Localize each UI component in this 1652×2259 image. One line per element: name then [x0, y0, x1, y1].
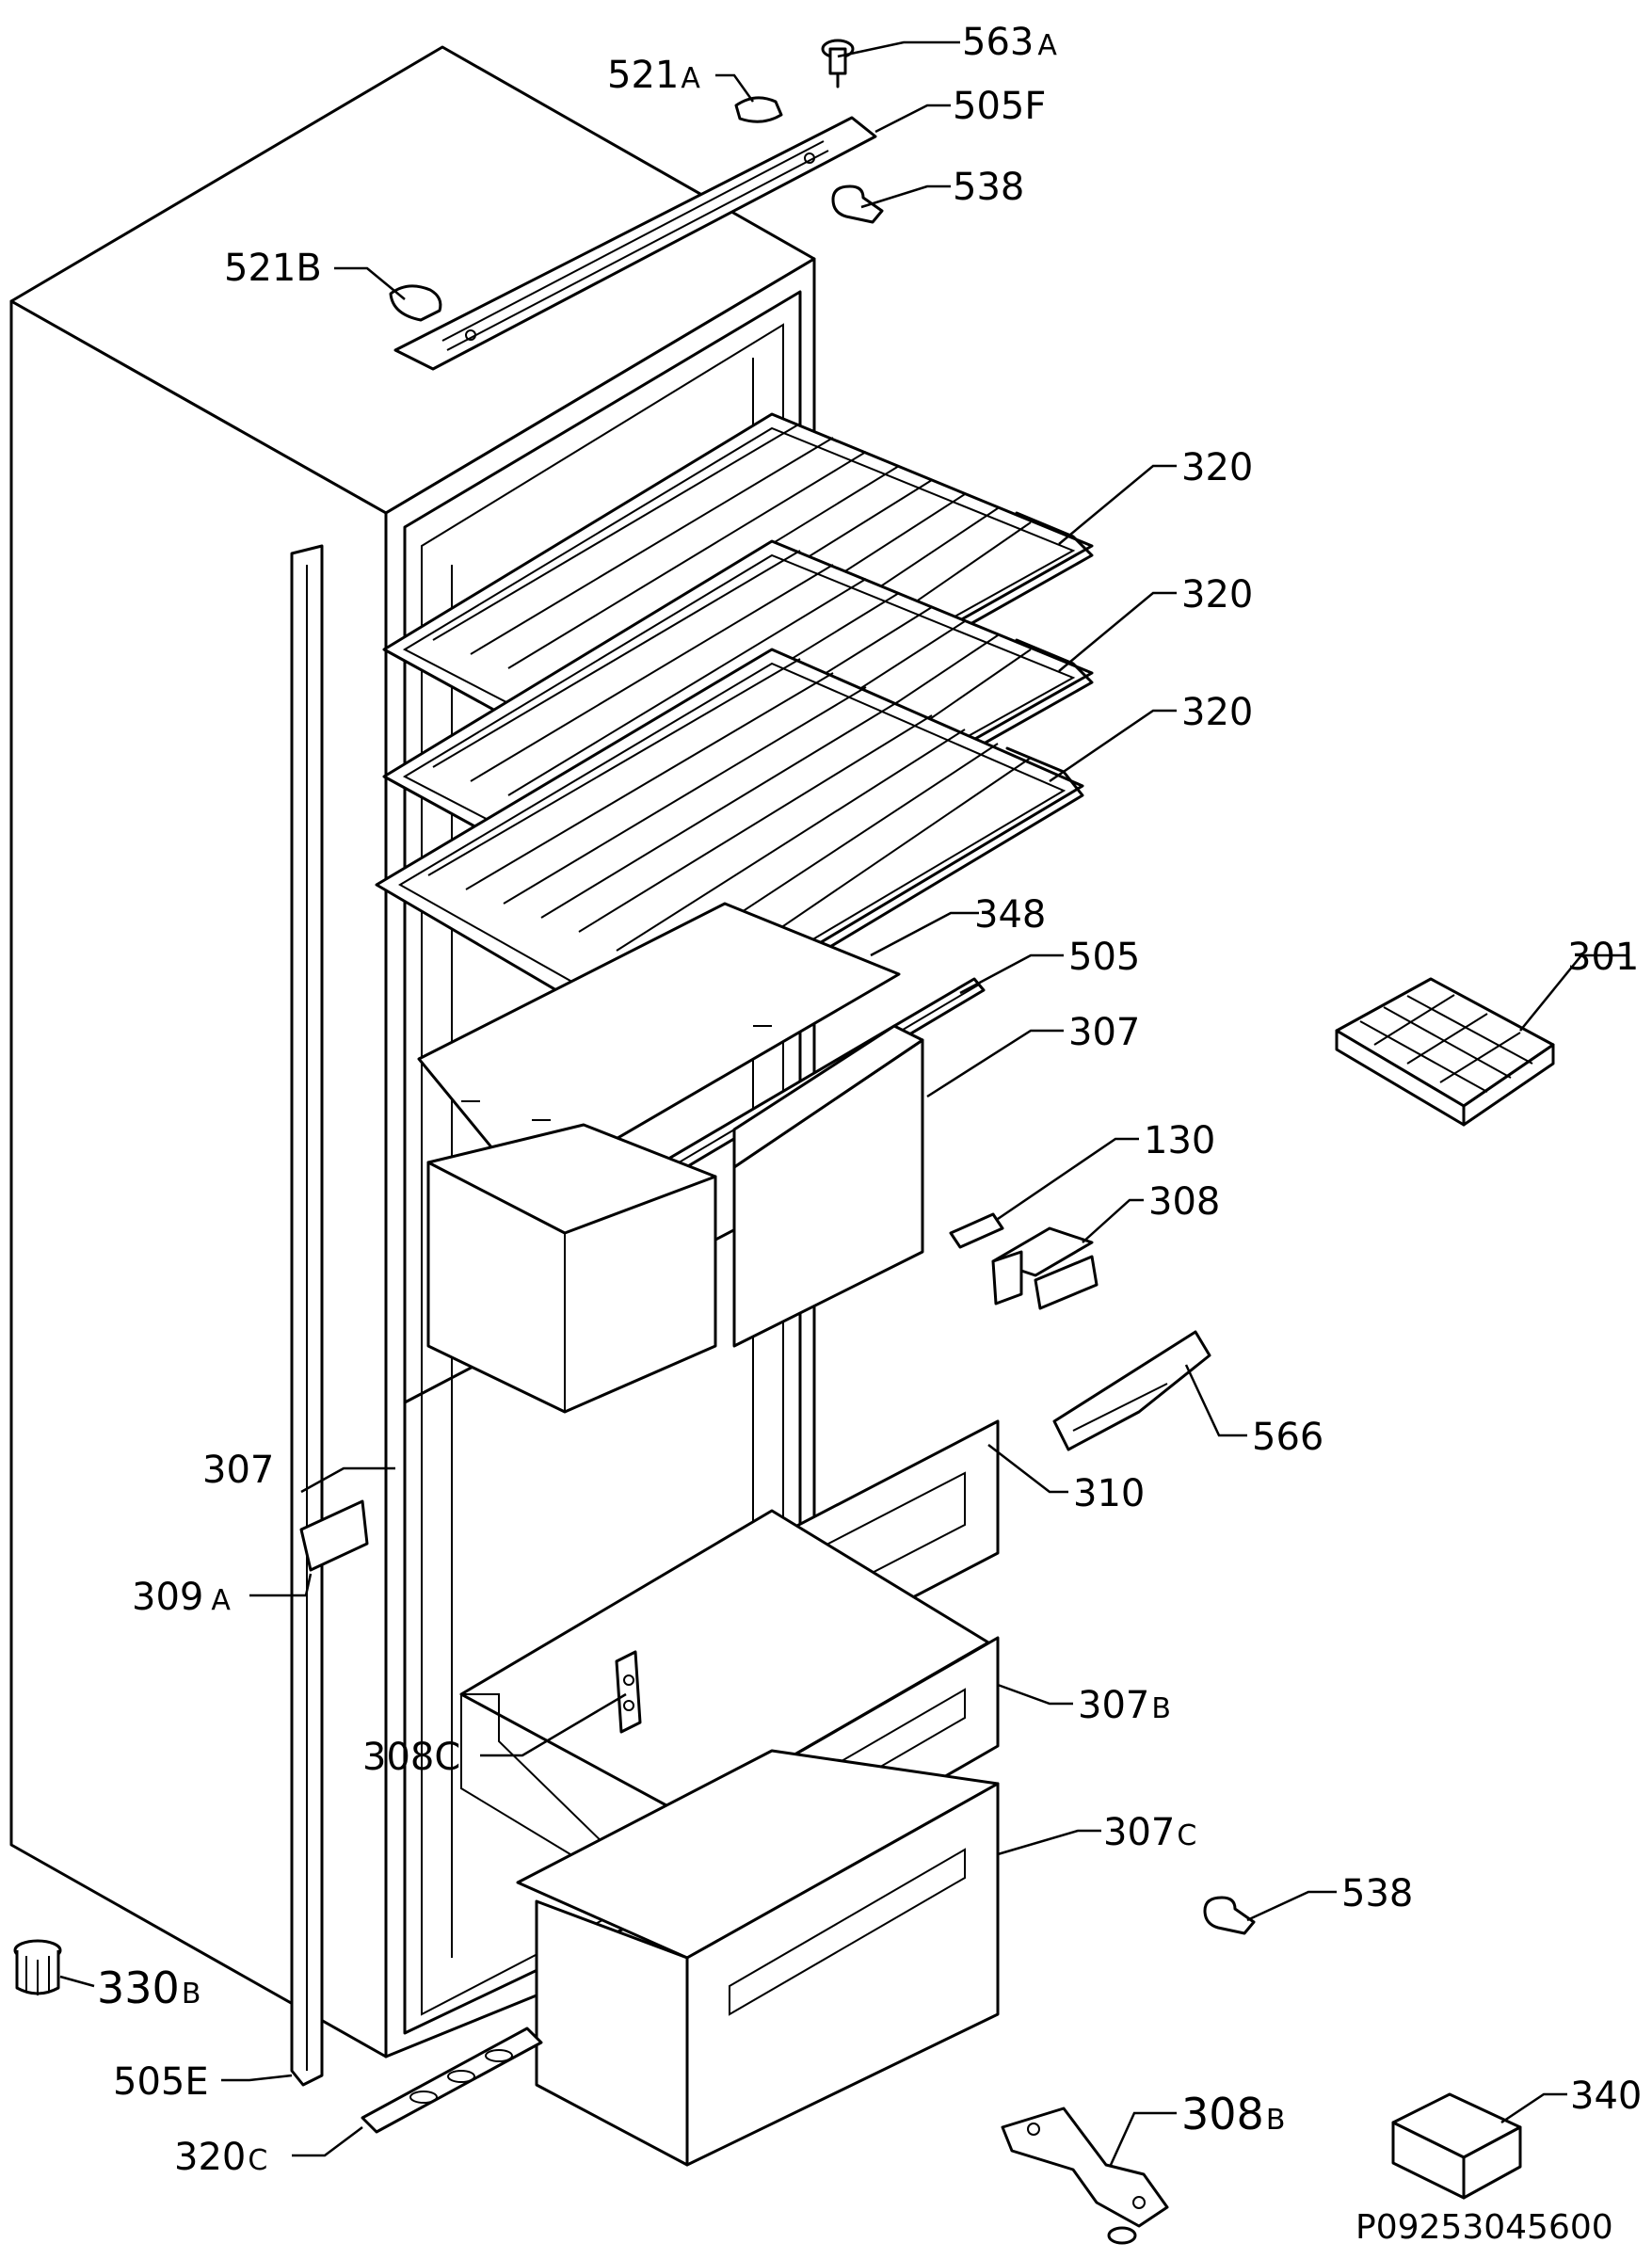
- label-505e: 505E: [113, 2060, 209, 2104]
- label-301: 301: [1567, 936, 1639, 979]
- label-521b: 521B: [224, 247, 322, 290]
- label-348: 348: [974, 893, 1046, 937]
- label-505: 505: [1068, 936, 1140, 979]
- hinge-pin-308c: [615, 1650, 642, 1734]
- crisper-drawer-left: [426, 1123, 717, 1414]
- label-320-shelf-2: 320: [1181, 573, 1253, 617]
- label-320-shelf-3: 320: [1181, 691, 1253, 734]
- hinge-308: [991, 1226, 1099, 1310]
- label-308c: 308C: [362, 1736, 460, 1779]
- label-307-left: 307: [202, 1449, 274, 1492]
- label-308b: 308B: [1181, 2089, 1285, 2139]
- hinge-cap-521a: [734, 96, 783, 123]
- door-seal-strip: [290, 544, 324, 2087]
- label-340: 340: [1570, 2075, 1642, 2118]
- ice-scraper-566: [1052, 1330, 1211, 1451]
- adjustable-foot-330b: [13, 1939, 62, 1995]
- hinge-bush-538-top: [831, 184, 884, 224]
- label-308: 308: [1148, 1180, 1220, 1224]
- label-566: 566: [1252, 1416, 1323, 1459]
- bottom-hinge-320c: [361, 2027, 543, 2134]
- diagram-id: P09253045600: [1355, 2208, 1613, 2247]
- clip-130: [949, 1212, 1004, 1249]
- label-330b: 330B: [97, 1963, 200, 2013]
- accessory-box-340: [1391, 2092, 1522, 2200]
- label-320-shelf-1: 320: [1181, 446, 1253, 489]
- pin-563a: [821, 39, 855, 88]
- ice-cube-tray: [1335, 977, 1555, 1127]
- crisper-drawer-right: [732, 1024, 924, 1348]
- label-505f: 505F: [953, 85, 1046, 128]
- freezer-drawer-307c: [516, 1749, 1000, 2167]
- top-hinge-rail: [393, 116, 877, 371]
- label-521a: 521A: [607, 54, 700, 97]
- hinge-cap-521b: [389, 284, 442, 322]
- label-538-top: 538: [953, 166, 1024, 209]
- hinge-bush-538-bottom: [1203, 1896, 1256, 1935]
- label-307b: 307B: [1078, 1684, 1171, 1727]
- label-320c: 320C: [174, 2136, 267, 2179]
- label-130: 130: [1144, 1119, 1215, 1162]
- label-310: 310: [1073, 1472, 1145, 1515]
- hinge-308b: [1001, 2107, 1169, 2245]
- handle-309a: [299, 1499, 369, 1572]
- leader-lines: [59, 40, 1628, 2166]
- label-538-bottom: 538: [1341, 1872, 1413, 1915]
- label-307: 307: [1068, 1011, 1140, 1054]
- label-307c: 307C: [1103, 1811, 1196, 1854]
